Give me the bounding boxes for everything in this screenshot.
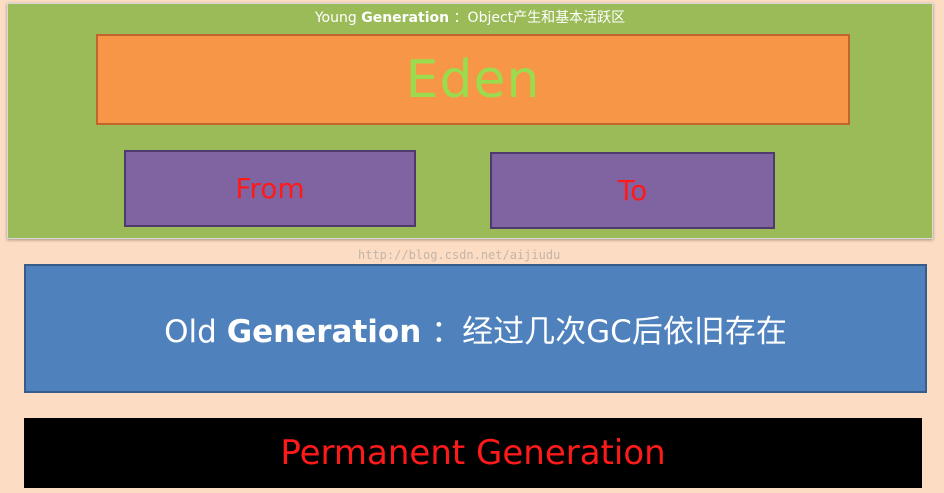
from-label: From — [235, 172, 305, 205]
young-generation-title: Young Generation ：Object产生和基本活跃区 — [8, 9, 932, 27]
old-generation-region: Old Generation ：经过几次GC后依旧存在 — [24, 264, 927, 393]
young-title-bold: Generation — [361, 10, 450, 26]
old-label-suffix: ：经过几次GC后依旧存在 — [421, 314, 787, 350]
old-label-prefix: Old — [164, 314, 227, 350]
eden-space: Eden — [96, 34, 850, 125]
young-title-suffix: ：Object产生和基本活跃区 — [449, 10, 626, 26]
permanent-generation-label: Permanent Generation — [280, 433, 666, 473]
young-generation-region: Young Generation ：Object产生和基本活跃区 Eden Fr… — [7, 3, 933, 239]
young-title-prefix: Young — [314, 10, 362, 26]
to-survivor-space: To — [490, 152, 775, 229]
old-generation-label: Old Generation ：经过几次GC后依旧存在 — [164, 306, 787, 351]
old-label-bold: Generation — [226, 314, 422, 350]
permanent-generation-region: Permanent Generation — [24, 418, 922, 488]
to-label: To — [617, 174, 648, 207]
eden-label: Eden — [405, 49, 541, 110]
from-survivor-space: From — [124, 150, 416, 227]
watermark-text: http://blog.csdn.net/aijiudu — [358, 248, 561, 262]
